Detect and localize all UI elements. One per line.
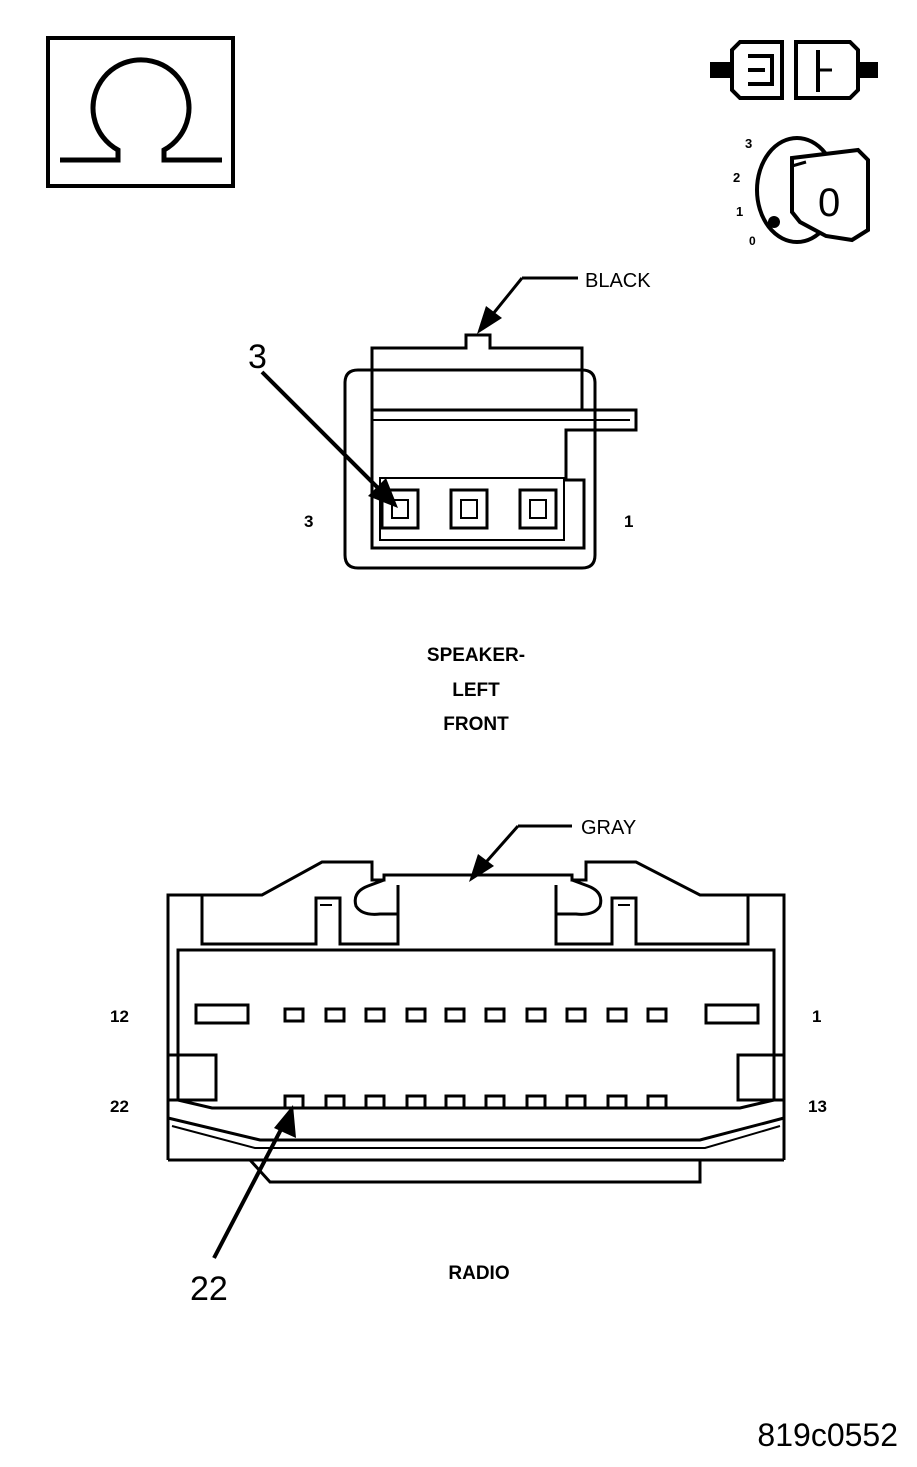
radio-bottom-right-pin-label: 13 <box>808 1097 827 1116</box>
speaker-pin-1 <box>518 488 558 530</box>
speaker-name-line-1: SPEAKER- <box>427 645 525 666</box>
ignition-position-0: 0 <box>749 234 756 248</box>
speaker-name-line-3: FRONT <box>443 714 509 735</box>
ignition-key-off-icon: 3 2 1 0 0 <box>733 136 870 248</box>
radio-pin-callout-arrow <box>212 1105 296 1259</box>
radio-color-leader <box>469 824 572 882</box>
speaker-right-pin-label: 1 <box>624 512 633 531</box>
ignition-position-3: 3 <box>745 136 752 151</box>
ignition-key-label: 0 <box>818 181 840 225</box>
speaker-color-leader <box>477 276 578 334</box>
speaker-left-pin-label: 3 <box>304 512 313 531</box>
radio-connector <box>166 860 786 1184</box>
radio-pin-12 <box>194 1003 250 1025</box>
radio-bottom-pin-row <box>283 1094 668 1110</box>
speaker-color-label: BLACK <box>585 270 651 292</box>
speaker-pin-callout-arrow <box>260 370 398 508</box>
speaker-name-line-2: LEFT <box>452 680 500 701</box>
omega-symbol-icon <box>46 36 235 188</box>
radio-name: RADIO <box>448 1263 509 1284</box>
disconnected-connector-icon <box>710 40 878 100</box>
ignition-position-2: 2 <box>733 170 740 185</box>
radio-bottom-left-pin-label: 22 <box>110 1097 129 1116</box>
radio-top-left-pin-label: 12 <box>110 1007 129 1026</box>
radio-top-pin-row <box>283 1007 668 1023</box>
speaker-connector <box>343 333 638 570</box>
speaker-pin-2 <box>449 488 489 530</box>
radio-color-label: GRAY <box>581 817 636 839</box>
speaker-callout-pin: 3 <box>248 338 267 376</box>
radio-callout-pin: 22 <box>190 1270 228 1308</box>
radio-top-right-pin-label: 1 <box>812 1007 821 1026</box>
ignition-position-1: 1 <box>736 204 743 219</box>
speaker-pin-3 <box>380 488 420 530</box>
figure-id: 819c0552 <box>757 1417 898 1453</box>
radio-pin-1 <box>704 1003 760 1025</box>
